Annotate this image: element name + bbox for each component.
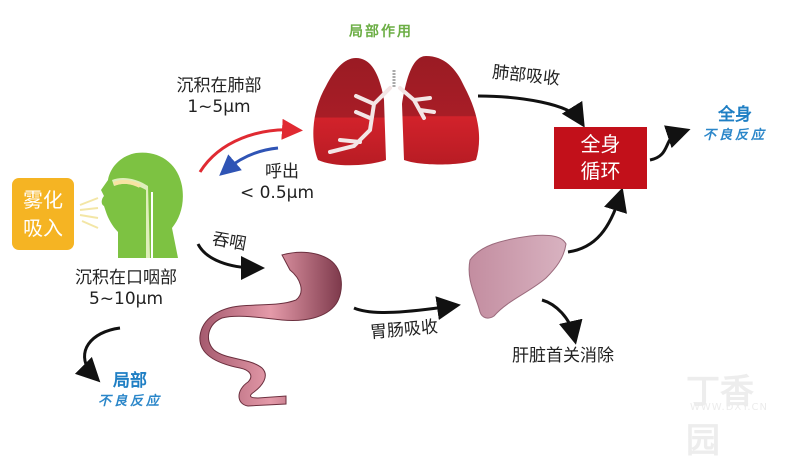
liver-first-pass-label: 肝脏首关消除 <box>512 346 614 366</box>
systemic-adverse-label: 全身 不良反应 <box>690 104 780 146</box>
diagram-graphics <box>74 56 691 407</box>
systemic-adverse-arrow <box>649 125 691 162</box>
stomach-icon <box>199 251 342 407</box>
systemic-circulation-box: 全身 循环 <box>554 127 647 189</box>
exhale-label: 呼出 < 0.5μm <box>232 162 322 204</box>
systemic-circulation-line2: 循环 <box>580 159 621 183</box>
first-pass-arrow <box>541 298 583 345</box>
exhale-text: 呼出 <box>265 162 299 182</box>
exhale-arrow <box>219 146 279 176</box>
lung-deposit-text: 沉积在肺部 <box>176 76 262 96</box>
watermark-url: WWW.DXY.CN <box>690 402 768 413</box>
lung-absorb-arrow <box>477 94 585 128</box>
oropharynx-deposit-size: 5~10μm <box>88 289 164 309</box>
local-adverse-line2: 不良反应 <box>97 394 162 409</box>
local-effect-title: 局部作用 <box>349 24 413 40</box>
systemic-adverse-line1: 全身 <box>718 105 752 125</box>
systemic-adverse-line2: 不良反应 <box>702 128 767 143</box>
inhale-arrow <box>198 118 303 173</box>
lung-deposit-label: 沉积在肺部 1~5μm <box>164 76 274 118</box>
systemic-circulation-line1: 全身 <box>580 132 621 156</box>
lung-deposit-size: 1~5μm <box>187 97 251 117</box>
nebulizer-line1: 雾化 <box>23 188 63 212</box>
nebulizer-box: 雾化 吸入 <box>12 178 74 250</box>
local-adverse-label: 局部 不良反应 <box>80 370 180 412</box>
liver-icon <box>468 234 567 319</box>
local-adverse-arrow <box>74 326 121 383</box>
liver-to-circulation-arrow <box>567 187 627 254</box>
head-silhouette-icon <box>101 152 183 258</box>
mist-icon <box>79 197 99 229</box>
gi-absorb-arrow <box>353 296 461 321</box>
local-adverse-line1: 局部 <box>113 371 147 391</box>
oropharynx-deposit-label: 沉积在口咽部 5~10μm <box>56 268 196 310</box>
exhale-size: < 0.5μm <box>239 183 315 203</box>
lungs-icon <box>313 56 480 166</box>
nebulizer-line2: 吸入 <box>23 216 63 240</box>
watermark-brand: 丁香园 <box>686 372 754 461</box>
oropharynx-deposit-text: 沉积在口咽部 <box>75 268 177 288</box>
swallow-arrow <box>196 243 265 280</box>
